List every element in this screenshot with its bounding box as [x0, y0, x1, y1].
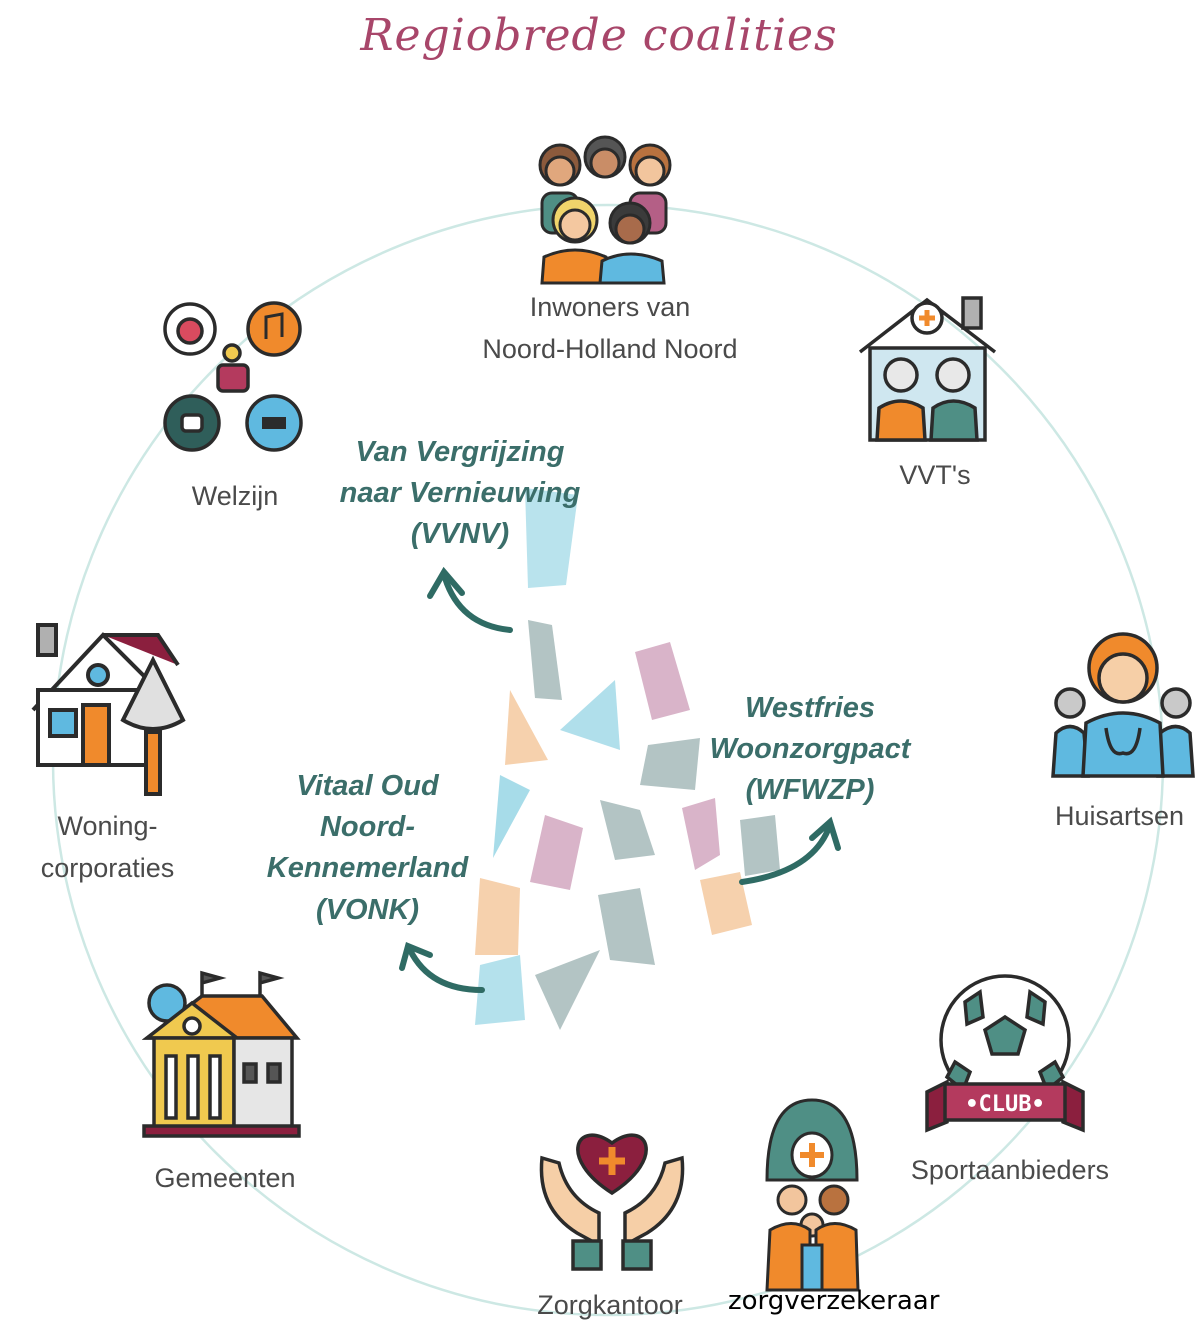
stakeholder-vvt-label: VVT's: [899, 460, 971, 490]
svg-text:•CLUB•: •CLUB•: [965, 1092, 1044, 1117]
stakeholder-gemeenten-label: Gemeenten: [154, 1163, 296, 1193]
stakeholder-zorgverzekeraar-label: zorgverzekeraar: [728, 1286, 940, 1316]
people-group-icon: [538, 135, 672, 285]
stakeholder-zorgkantoor-label: Zorgkantoor: [537, 1290, 683, 1320]
stakeholder-huisartsen-label: Huisartsen: [1055, 801, 1185, 831]
stakeholder-sport-label: Sportaanbieders: [910, 1155, 1110, 1185]
doctor-team-icon: [1051, 632, 1195, 778]
care-home-icon: [858, 296, 997, 442]
football-club-icon: •CLUB•: [925, 974, 1085, 1133]
heart-hands-icon: [539, 1133, 685, 1271]
town-hall-icon: [141, 970, 301, 1138]
coalition-vonk-label: Vitaal Oud Noord- Kennemerland (VONK): [266, 770, 469, 926]
coalition-wfwzp-label: Westfries Woonzorgpact (WFWZP): [709, 692, 911, 807]
wellbeing-network-icon: [163, 301, 303, 452]
insurer-family-icon: [765, 1098, 860, 1292]
stakeholder-woning-label: Woning- corporaties: [40, 811, 175, 883]
diagram-title: Regiobrede coalities: [360, 10, 838, 61]
coalition-vvnv-label: Van Vergrijzing naar Vernieuwing (VVNV): [339, 436, 581, 551]
stakeholder-welzijn-label: Welzijn: [191, 481, 279, 511]
house-icon: [31, 623, 186, 796]
stakeholder-inwoners-label: Inwoners van Noord-Holland Noord: [482, 292, 738, 364]
